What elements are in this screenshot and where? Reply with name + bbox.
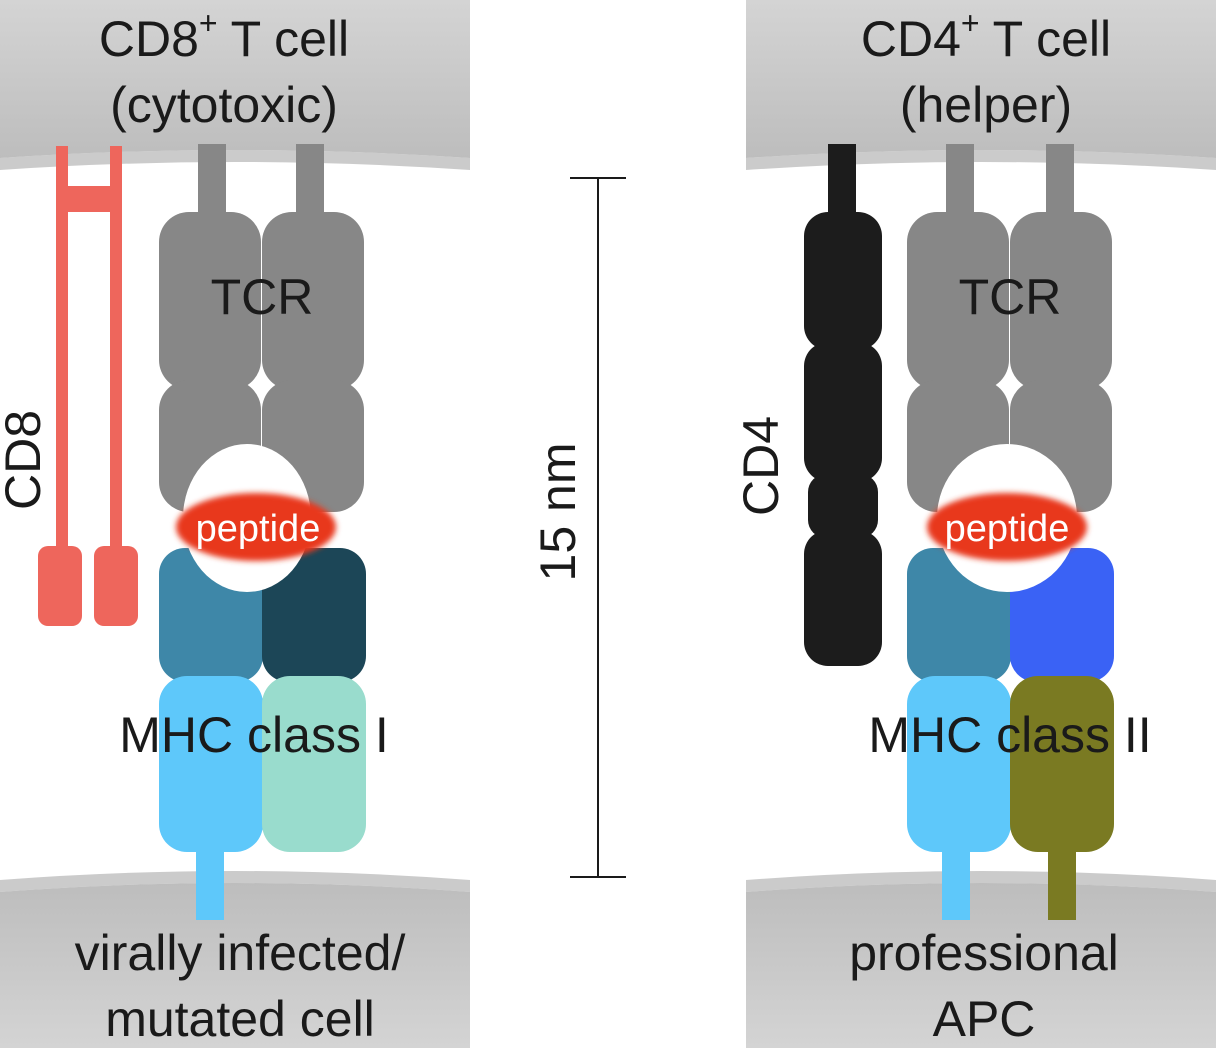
cd8-t-cell-suffix: T cell [218,11,350,67]
cd8-t-cell-title: CD8+ T cell [99,5,349,67]
tcr-beta-tm [296,144,324,224]
cd8-t-cell-membrane [0,0,470,158]
tcr-left [159,144,364,512]
tcr-alpha-tm [198,144,226,224]
beta2-microglobulin [262,676,366,852]
cd4-label: CD4 [733,416,789,516]
mhc2-beta-tm [1048,846,1076,920]
tcr-label: TCR [959,269,1062,325]
tcr-alpha-constant [159,212,261,390]
apc-membrane-edge [746,871,1216,892]
cd4-domain-1 [804,530,882,666]
tcr-alpha-constant [907,212,1009,390]
left-panel: TCR MHC class I peptide CD8 CD8+ T cell … [0,0,470,1048]
cd4-t-cell-suffix: T cell [980,11,1112,67]
target-cell-line1: virally infected/ [75,925,406,981]
cd4-domain-2 [808,474,878,538]
cd4-t-cell-membrane [746,0,1216,158]
cd8-label: CD8 [0,410,51,510]
mhc2-beta2 [1010,676,1114,852]
mhc2-alpha2 [907,676,1011,852]
mhc-class-2-label: MHC class II [868,707,1151,763]
cd8-t-cell-name: CD8 [99,11,199,67]
mhc1-alpha3 [159,676,263,852]
cd4-t-cell-subtitle: (helper) [900,77,1072,133]
mhc-class-1-label: MHC class I [119,707,388,763]
mhc-class-1 [159,548,366,920]
cd8-stalk-left [56,146,68,554]
peptide-label: peptide [196,508,321,550]
cd4-domain-4 [804,212,882,350]
cd8-head-left [38,546,82,626]
scale-bar-label: 15 nm [530,443,586,582]
mhc1-tm [196,846,224,920]
mhc2-alpha-tm [942,846,970,920]
peptide-blob [927,493,1087,561]
tcr-beta-constant [262,212,364,390]
cd4-t-cell-name: CD4 [861,11,961,67]
peptide-label: peptide [945,508,1070,550]
cd8-t-cell-sup: + [199,5,218,41]
right-panel: TCR MHC class II peptide CD4 CD4+ T cell… [733,0,1216,1048]
tcr-beta-tm [1046,144,1074,224]
tcr-alpha-tm [946,144,974,224]
scale-bar [570,177,626,878]
cd8-head-right [94,546,138,626]
target-cell-membrane [0,883,470,1048]
cd8-t-cell-subtitle: (cytotoxic) [110,77,338,133]
cd4-domain-3 [804,342,882,482]
cd8-coreceptor [38,146,138,626]
tcr-label: TCR [211,269,314,325]
target-cell-membrane-edge [0,871,470,892]
cd8-stalk-right [110,146,122,554]
cd4-t-cell-membrane-edge [746,150,1216,170]
apc-line1: professional [849,925,1119,981]
apc-membrane [746,883,1216,1048]
peptide-blob [176,493,336,561]
cd4-t-cell-sup: + [961,5,980,41]
mhc1-alpha2 [262,548,366,682]
target-cell-line2: mutated cell [105,991,375,1047]
tcr-beta-constant [1010,212,1112,390]
apc-line2: APC [933,991,1036,1047]
cd4-t-cell-title: CD4+ T cell [861,5,1111,67]
cd4-coreceptor [804,144,882,666]
cd8-crossbar [56,186,122,212]
